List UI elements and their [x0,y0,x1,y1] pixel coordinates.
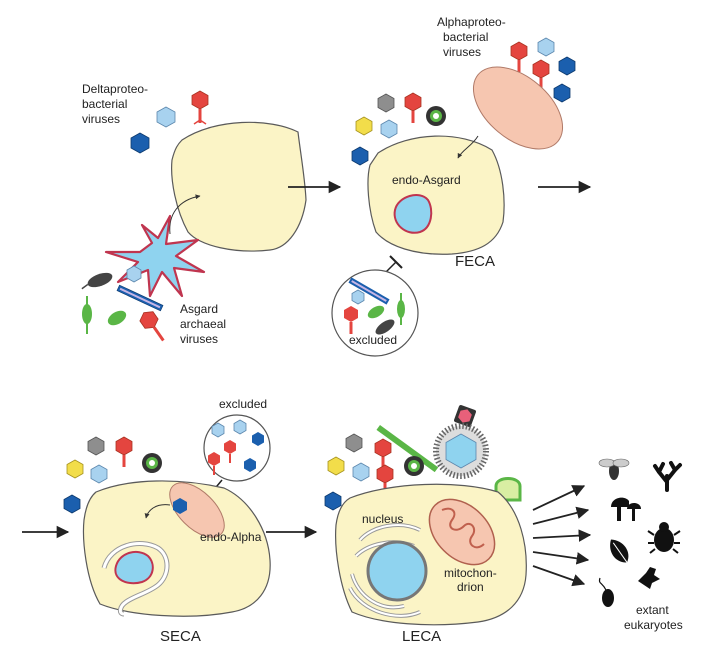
coral-algae-icon [653,461,682,492]
animal-icon [638,567,660,589]
gray-spindle-virus-icon [375,319,395,335]
dark-blue-virus-icon [130,132,150,154]
red-tailed-virus-icon [404,92,422,123]
inhibition-bar [389,255,403,269]
deltaproteo-label: Deltaproteo- bacterial viruses [82,82,151,126]
radiation-arrow [532,506,590,525]
yellow-virus-icon [66,459,84,479]
seca-nucleus [114,550,154,585]
seca-endomembrane-inner [102,542,169,616]
mitochondrion-cristae [441,507,485,549]
asgard-viruses-label: Asgard archaeal viruses [180,302,229,346]
alphaproteobacterium [472,66,564,150]
filamentous-virus-icon [116,284,164,312]
red-tailed-virus-icon [139,311,165,342]
mitochondrion [428,498,496,566]
excluded-label-bottom: excluded [219,397,267,411]
gray-spindle-virus-icon [81,272,113,290]
extant-eukaryotes-label: extant eukaryotes [624,603,683,632]
alphaproteo-label: Alphaproteo- bacterial viruses [437,15,509,59]
light-blue-virus-icon [211,422,225,438]
protist-icon [598,577,614,607]
spiky-virus-icon [404,456,424,476]
light-blue-virus-icon [233,419,247,435]
radiation-arrow [532,551,590,565]
endo-asgard-nucleus [393,194,433,234]
asgard-host-cell [171,121,307,252]
giant-virus-icon [433,423,489,479]
radiation-arrow [532,485,586,511]
leaf-icon [610,539,629,563]
spiky-virus-icon [142,453,162,473]
mitochondrion-label: mitochon- drion [444,566,500,594]
fly-icon [598,458,630,480]
panel-seca: excluded endo-Alpha [63,397,271,645]
mushroom-icon [611,497,641,521]
red-tailed-virus-icon [344,306,358,334]
endo-asgard-label: endo-Asgard [392,173,461,187]
radiation-arrow [532,529,592,542]
light-blue-virus-icon [156,106,176,128]
seca-label: SECA [160,628,201,645]
light-blue-virus-icon [352,462,370,482]
light-blue-virus-icon [351,289,365,305]
leca-label: LECA [402,628,441,645]
gray-virus-icon [345,433,363,453]
green-spindle-virus-icon [397,293,405,325]
pink-virus-icon [454,405,476,427]
gray-virus-icon [377,93,395,113]
green-lemon-virus-icon [367,305,385,319]
spiky-virus-icon [426,106,446,126]
excluded-label-top: excluded [349,333,397,347]
dark-blue-virus-icon [558,56,576,76]
feca-label: FECA [455,253,495,270]
red-tailed-virus-icon [510,41,528,72]
dark-blue-virus-icon [244,458,256,472]
dark-blue-virus-icon [63,494,81,514]
light-blue-virus-icon [380,119,398,139]
nucleus-label: nucleus [362,512,403,526]
red-tailed-virus-icon [374,438,392,469]
green-spindle-virus-icon [82,296,92,334]
filamentous-virus-icon [348,277,390,305]
yellow-virus-icon [327,456,345,476]
radiation-arrow [532,565,586,587]
red-tailed-virus-icon [532,59,550,90]
green-rod-virus-icon [376,424,439,473]
panel-leca: mitochon- drion nucleus LECA [324,405,527,645]
endo-alpha [169,482,225,538]
entry-arrow [457,135,479,159]
dark-blue-virus-icon [173,498,187,514]
green-capsid-virus-icon [494,477,522,502]
feca-cell [367,135,505,255]
gray-virus-icon [87,436,105,456]
red-tailed-virus-icon [208,452,220,475]
dark-blue-virus-icon [252,432,264,446]
light-blue-virus-icon [126,265,142,283]
dark-blue-virus-icon [553,83,571,103]
red-tailed-virus-icon [191,90,209,125]
light-blue-virus-icon [537,37,555,57]
endo-alpha-label: endo-Alpha [200,530,262,544]
green-lemon-virus-icon [107,310,127,326]
dark-blue-virus-icon [324,491,342,511]
panel-extant: extant eukaryotes [532,458,683,632]
light-blue-virus-icon [90,464,108,484]
leca-er-inner [349,524,421,617]
panel-asgard: Deltaproteo- bacterial viruses [81,82,307,346]
panel-feca: Alphaproteo- bacterial viruses [331,15,576,357]
red-tailed-virus-icon [224,440,236,463]
dark-blue-virus-icon [351,146,369,166]
red-tailed-virus-icon [115,436,133,467]
beetle-icon [647,522,681,554]
entry-arrow [169,194,201,235]
yellow-virus-icon [355,116,373,136]
entry-arrow [144,504,171,519]
leca-nucleus [366,540,428,602]
